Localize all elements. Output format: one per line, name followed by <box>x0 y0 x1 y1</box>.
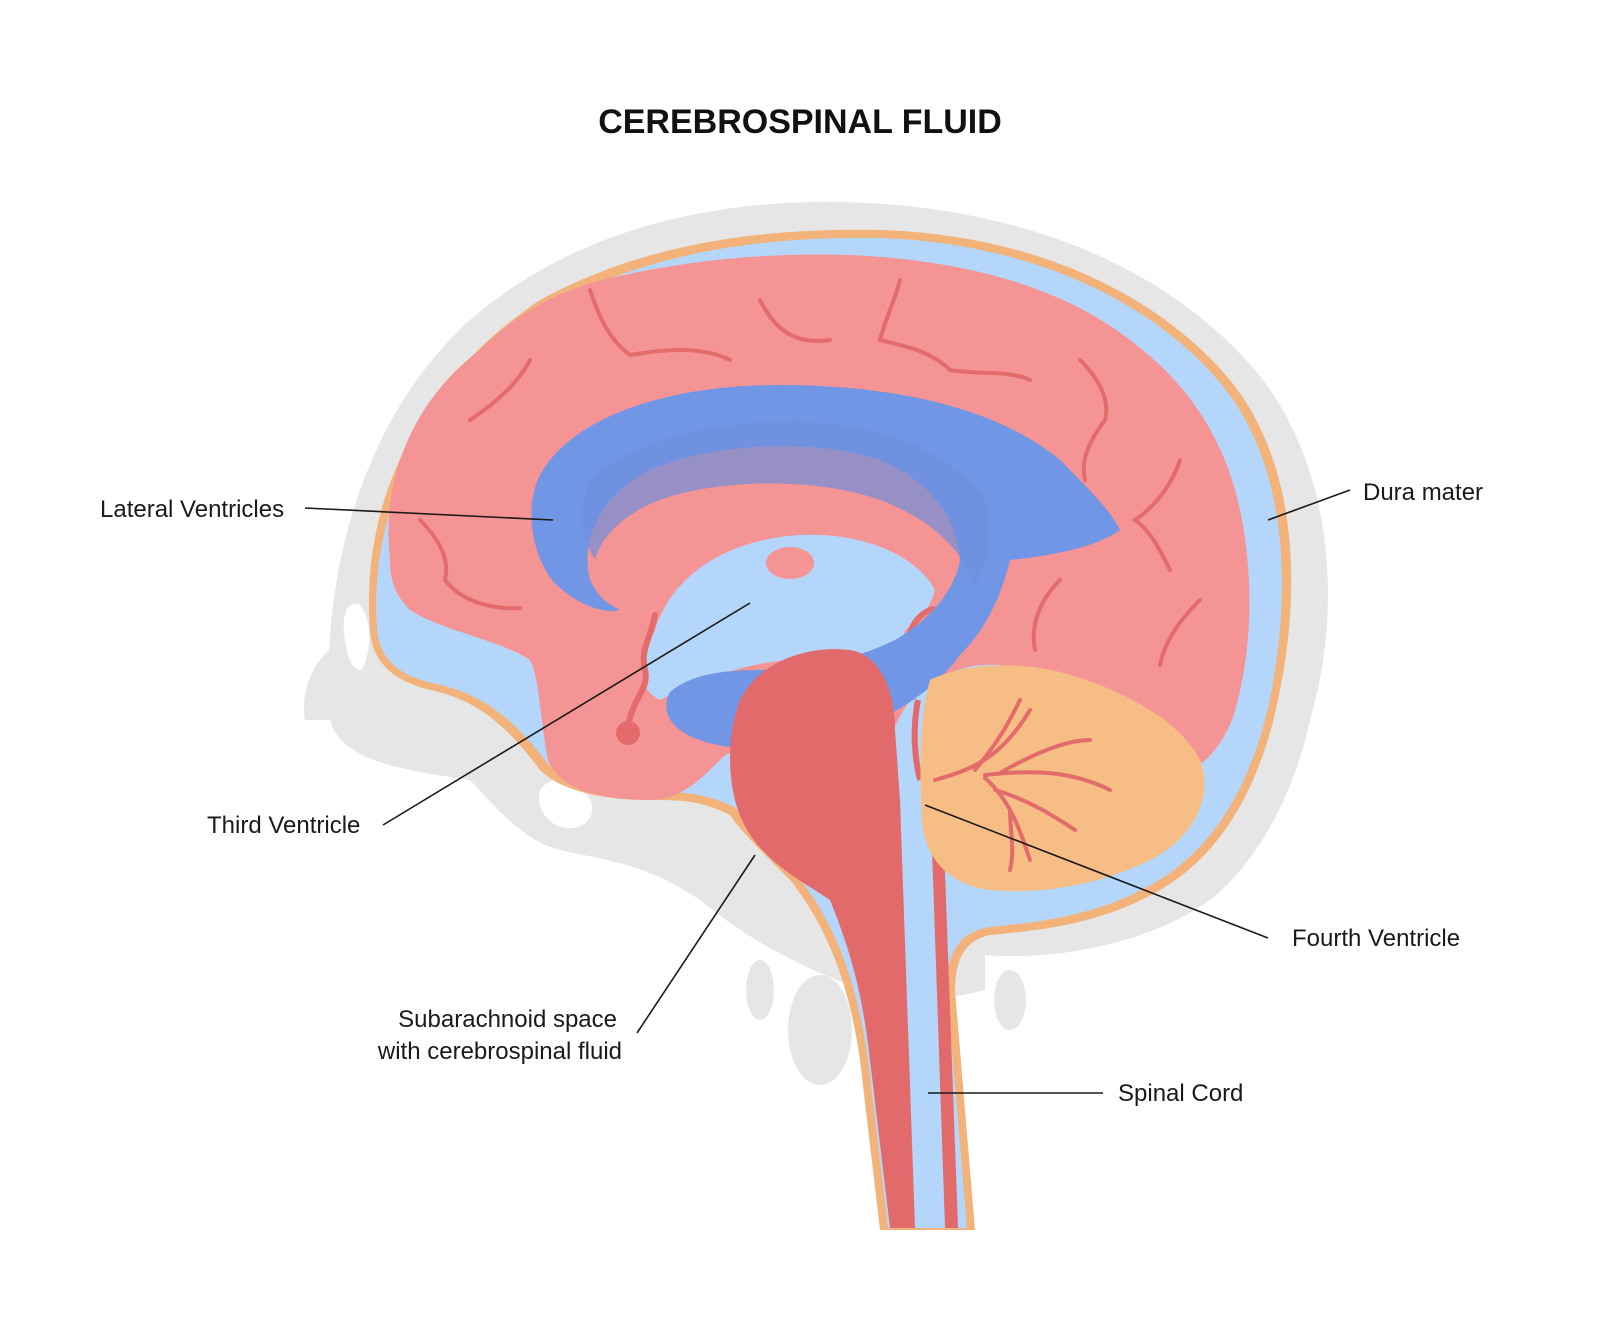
label-lateral-ventricles: Lateral Ventricles <box>100 496 284 523</box>
label-subarachnoid-line2: with cerebrospinal fluid <box>377 1038 622 1065</box>
gyri-line-6 <box>1131 458 1182 572</box>
gyri-line-1 <box>468 358 532 422</box>
skull-vertebra-left <box>746 960 774 1020</box>
skull-nasal <box>304 650 345 720</box>
leader-dura-mater <box>1267 489 1351 521</box>
label-subarachnoid-line1: Subarachnoid space <box>398 1006 617 1033</box>
label-fourth-ventricle: Fourth Ventricle <box>1292 925 1460 952</box>
cerebellum[interactable] <box>920 665 1205 892</box>
gyri-line-2 <box>588 288 732 362</box>
arbor-vitae <box>933 698 1112 872</box>
label-dura-mater: Dura mater <box>1363 479 1483 506</box>
label-spinal-cord: Spinal Cord <box>1118 1080 1243 1107</box>
leader-lines <box>304 489 1351 1094</box>
label-third-ventricle: Third Ventricle <box>207 812 360 839</box>
pituitary <box>616 721 640 745</box>
gyri-line-8 <box>418 518 522 611</box>
brainstem[interactable] <box>730 649 958 1229</box>
skull-jaw-white <box>538 779 593 829</box>
diagram-title: CEREBROSPINAL FLUID <box>598 103 1002 141</box>
gyri-line-7 <box>1158 598 1202 667</box>
leader-lateral-ventricles <box>304 507 554 521</box>
fornix-arc <box>665 510 935 575</box>
leader-fourth-ventricle <box>924 804 1269 939</box>
lateral-ventricle-shape <box>531 385 1120 749</box>
lateral-ventricle-highlight <box>582 421 991 585</box>
labels: Lateral Ventricles Dura mater Third Vent… <box>100 479 1483 1107</box>
spinal-cord-right <box>930 790 958 1228</box>
gyri-line-9 <box>1031 578 1062 652</box>
hypothalamus-curl <box>625 612 658 733</box>
leader-third-ventricle <box>382 602 751 826</box>
skull-orbit-white <box>343 603 370 670</box>
gyri-line-3 <box>758 298 832 343</box>
skull-vertebra-right <box>994 970 1026 1030</box>
leader-subarachnoid <box>636 854 756 1034</box>
spinal-cord-outer <box>911 699 923 781</box>
lateral-ventricles[interactable] <box>531 385 1120 749</box>
gyri-line-4 <box>877 278 1032 382</box>
skull-vertebra-mid <box>788 975 852 1085</box>
brainstem-shape <box>730 649 915 1228</box>
gyri-line-5 <box>1078 358 1109 482</box>
central-canal <box>912 789 928 1229</box>
cerebellum-shape <box>920 665 1205 892</box>
massa-intermedia <box>766 547 814 579</box>
